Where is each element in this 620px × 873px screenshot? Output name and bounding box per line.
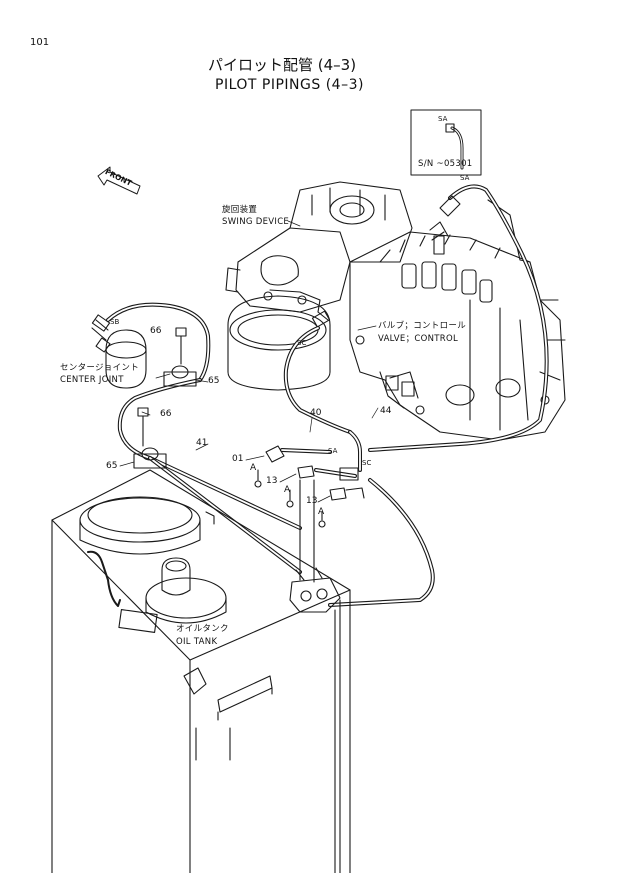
valve-control-label-en: VALVE；CONTROL [378, 334, 458, 344]
part-number-41: 41 [196, 438, 208, 448]
center-joint-label-jp: センタージョイント [60, 363, 140, 373]
bolt-66-upper [175, 327, 187, 365]
pipe-44-drawing [348, 184, 549, 472]
view-marker-a-2: A [284, 485, 291, 495]
oil-tank-label-en: OIL TANK [176, 637, 218, 647]
swing-device-drawing [225, 181, 413, 391]
port-label-sc-left: SC [297, 339, 307, 347]
leader-lines [119, 220, 379, 503]
fittings-drawing [254, 445, 365, 583]
part-number-66-lower: 66 [160, 409, 172, 419]
view-marker-a-1: A [250, 463, 257, 473]
center-joint-label-en: CENTER JOINT [60, 375, 124, 385]
bolt-66-lower [137, 407, 149, 447]
port-label-sa-lower: SA [328, 447, 338, 455]
part-number-44: 44 [380, 406, 392, 416]
inset-port-label: SA [438, 115, 448, 123]
view-marker-a-3: A [318, 507, 325, 517]
front-arrow-icon [97, 166, 141, 195]
oil-tank-drawing [51, 469, 351, 873]
part-number-66-upper: 66 [150, 326, 162, 336]
port-label-sa-top: SA [460, 174, 470, 182]
part-number-13-upper: 13 [266, 476, 278, 486]
part-number-40: 40 [310, 408, 322, 418]
clamp-65-lower [133, 447, 167, 469]
port-label-sc-lower: SC [362, 459, 372, 467]
part-number-65-upper: 65 [208, 376, 220, 386]
title-english: PILOT PIPINGS (4–3) [215, 77, 364, 93]
page-number: 101 [30, 37, 50, 48]
swing-device-label-jp: 旋回装置 [222, 205, 258, 215]
center-joint-drawing [91, 314, 147, 389]
control-valve-drawing [349, 199, 566, 441]
title-japanese: パイロット配管 (4–3) [208, 56, 357, 74]
valve-control-label-jp: バルブ；コントロール [378, 321, 467, 331]
clamp-65-upper [163, 365, 197, 387]
port-label-sb: SB [110, 318, 120, 326]
swing-device-label-en: SWING DEVICE [222, 217, 290, 227]
inset-box [410, 109, 482, 176]
part-number-65-lower: 65 [106, 461, 118, 471]
part-number-01: 01 [232, 454, 244, 464]
inset-serial-note: S/N ~05301 [418, 159, 473, 169]
part-number-13-lower: 13 [306, 496, 318, 506]
pipe-40-drawing [283, 326, 435, 607]
oil-tank-label-jp: オイルタンク [176, 624, 229, 634]
